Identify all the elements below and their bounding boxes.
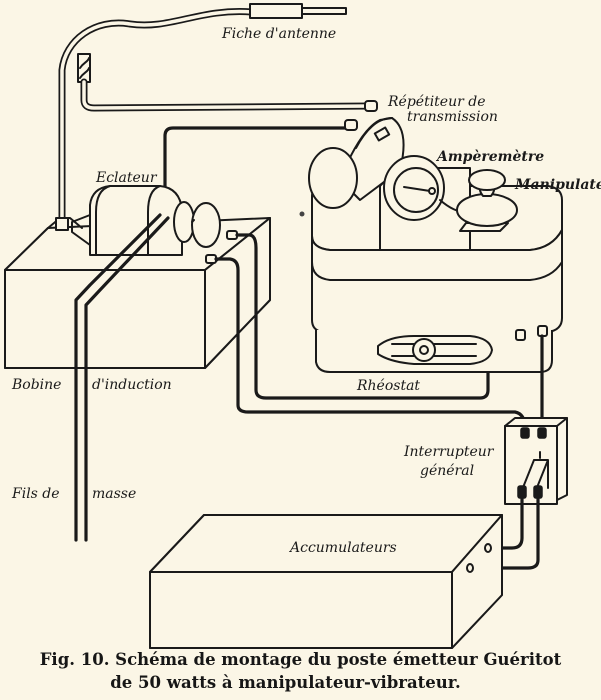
- label-induction-coil-1: Bobine: [11, 377, 61, 393]
- label-transmission-repeater-1: Répétiteur de: [387, 94, 486, 110]
- antenna-plug: [249, 3, 347, 19]
- ground-wires: [74, 213, 170, 542]
- figure-caption-line-2: de 50 watts à manipulateur-vibrateur.: [110, 673, 461, 692]
- antenna-terminal: [55, 217, 69, 231]
- antenna-cable: [58, 8, 256, 229]
- label-main-switch-2: général: [420, 463, 474, 479]
- spark-gap: [71, 185, 221, 256]
- rheostat: [377, 335, 493, 365]
- label-main-switch-1: Interrupteur: [403, 444, 495, 460]
- coil-terminals: [205, 230, 238, 264]
- accumulators-box: [149, 514, 503, 649]
- label-key: Manipulateur: [514, 177, 601, 193]
- spark-gap-to-repeater-wire: [163, 126, 352, 217]
- label-ground-wires-2: masse: [92, 486, 136, 502]
- ammeter-dial: [393, 167, 439, 213]
- coil-to-switch-wire: [214, 257, 527, 430]
- ammeter-needle: [403, 186, 431, 192]
- inductor-cable: [80, 78, 376, 112]
- switch-to-accumulator-wire-2: [470, 496, 540, 570]
- label-spark-gap: Eclateur: [95, 170, 158, 186]
- repeater-terminal-1: [364, 100, 378, 112]
- spark-gap-knob: [191, 202, 221, 248]
- label-accumulators: Accumulateurs: [288, 540, 397, 556]
- transmission-repeater: [308, 100, 405, 209]
- manipulator-key: [456, 169, 518, 232]
- ammeter: [379, 155, 471, 251]
- antenna-inductor: [77, 53, 91, 83]
- figure-caption-line-1: Fig. 10. Schéma de montage du poste émet…: [39, 650, 562, 669]
- label-induction-coil-2: d'induction: [92, 377, 172, 393]
- label-antenna-plug: Fiche d'antenne: [221, 26, 336, 42]
- label-rheostat: Rhéostat: [356, 378, 420, 394]
- accumulator-terminal-1: [484, 543, 492, 553]
- switch-to-accumulator-wire-1: [488, 496, 524, 550]
- repeater-terminal-2: [344, 119, 358, 131]
- label-transmission-repeater-2: transmission: [407, 109, 498, 125]
- ink-dot: [299, 211, 305, 217]
- accumulator-terminal-2: [466, 563, 474, 573]
- label-ground-wires-1: Fils de: [11, 486, 60, 502]
- label-ammeter: Ampèremètre: [435, 149, 544, 165]
- main-switch: [504, 417, 568, 505]
